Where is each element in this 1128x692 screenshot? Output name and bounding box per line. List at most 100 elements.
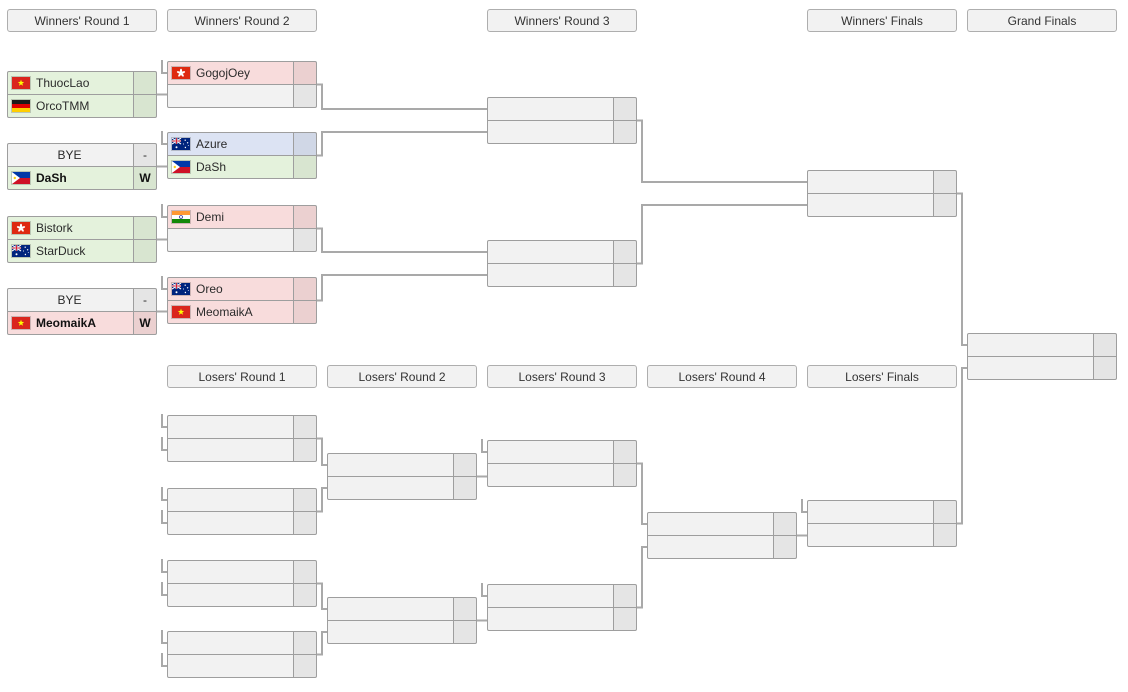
team-slot-demi[interactable]: Demi xyxy=(167,205,317,229)
flag-india-icon xyxy=(172,211,190,223)
flag-philippines-icon xyxy=(12,172,30,184)
match-losers-round1-3 xyxy=(167,560,317,607)
team-name: GogojOey xyxy=(196,66,251,80)
match-winners-round2-2: Azure DaSh xyxy=(167,132,317,179)
team-slot-bistork[interactable]: Bistork xyxy=(7,216,157,240)
score-cell xyxy=(933,194,956,216)
header-losers-round-4: Losers' Round 4 xyxy=(647,365,797,388)
team-name: OrcoTMM xyxy=(36,99,90,113)
score-cell xyxy=(613,585,636,607)
empty-slot xyxy=(487,263,637,287)
score-cell xyxy=(133,72,156,94)
team-name: ThuocLao xyxy=(36,76,90,90)
score-cell xyxy=(293,584,316,606)
team-slot-starduck[interactable]: StarDuck xyxy=(7,239,157,263)
flag-vietnam-icon xyxy=(12,77,30,89)
team-slot-thuoclao[interactable]: ThuocLao xyxy=(7,71,157,95)
match-losers-round2-1 xyxy=(327,453,477,500)
score-cell xyxy=(613,264,636,286)
match-losers-round1-1 xyxy=(167,415,317,462)
bye-slot: BYE - xyxy=(7,143,157,167)
match-winners-finals xyxy=(807,170,957,217)
empty-slot xyxy=(487,120,637,144)
score-cell xyxy=(293,301,316,323)
team-name: MeomaikA xyxy=(36,316,97,330)
empty-slot xyxy=(487,607,637,631)
team-slot-meomaika[interactable]: MeomaikA W xyxy=(7,311,157,335)
team-name: Demi xyxy=(196,210,225,224)
flag-philippines-icon xyxy=(172,161,190,173)
empty-slot xyxy=(807,170,957,194)
empty-slot xyxy=(327,453,477,477)
score-cell xyxy=(293,85,316,107)
empty-slot xyxy=(487,240,637,264)
score-cell xyxy=(773,513,796,535)
header-winners-round-3: Winners' Round 3 xyxy=(487,9,637,32)
empty-slot xyxy=(487,440,637,464)
flag-vietnam-icon xyxy=(12,317,30,329)
score-cell xyxy=(293,156,316,178)
team-name: BYE xyxy=(57,148,82,162)
empty-slot xyxy=(167,415,317,439)
team-slot-orcotmm[interactable]: OrcoTMM xyxy=(7,94,157,118)
team-slot-gogojoey[interactable]: GogojOey xyxy=(167,61,317,85)
empty-slot xyxy=(167,84,317,108)
team-slot-oreo[interactable]: Oreo xyxy=(167,277,317,301)
team-name: BYE xyxy=(57,293,82,307)
score-cell xyxy=(1093,334,1116,356)
match-winners-round2-3: Demi xyxy=(167,205,317,252)
team-name: StarDuck xyxy=(36,244,86,258)
match-losers-round4-1 xyxy=(647,512,797,559)
score-cell xyxy=(933,524,956,546)
team-name: Azure xyxy=(196,137,228,151)
score-cell xyxy=(613,121,636,143)
score-cell xyxy=(613,98,636,120)
team-slot-dash[interactable]: DaSh xyxy=(167,155,317,179)
match-winners-round1-4: BYE - MeomaikA W xyxy=(7,288,157,335)
score-cell: - xyxy=(133,144,156,166)
match-grand-finals xyxy=(967,333,1117,380)
empty-slot xyxy=(327,476,477,500)
empty-slot xyxy=(807,500,957,524)
flag-australia-icon xyxy=(172,283,190,295)
match-winners-round3-1 xyxy=(487,97,637,144)
score-cell xyxy=(1093,357,1116,379)
score-cell: - xyxy=(133,289,156,311)
flag-australia-icon xyxy=(12,245,30,257)
match-losers-round2-2 xyxy=(327,597,477,644)
score-cell xyxy=(293,229,316,251)
team-name: DaSh xyxy=(196,160,227,174)
match-losers-round1-2 xyxy=(167,488,317,535)
team-slot-azure[interactable]: Azure xyxy=(167,132,317,156)
match-winners-round1-1: ThuocLao OrcoTMM xyxy=(7,71,157,118)
flag-germany-icon xyxy=(12,100,30,112)
score-cell: W xyxy=(133,167,156,189)
score-cell xyxy=(133,95,156,117)
score-cell xyxy=(453,621,476,643)
empty-slot xyxy=(327,620,477,644)
score-cell xyxy=(613,464,636,486)
empty-slot xyxy=(967,333,1117,357)
match-losers-round1-4 xyxy=(167,631,317,678)
empty-slot xyxy=(487,584,637,608)
empty-slot xyxy=(807,523,957,547)
score-cell xyxy=(293,561,316,583)
header-losers-round-1: Losers' Round 1 xyxy=(167,365,317,388)
empty-slot xyxy=(167,228,317,252)
score-cell xyxy=(453,598,476,620)
empty-slot xyxy=(167,511,317,535)
empty-slot xyxy=(487,97,637,121)
score-cell xyxy=(453,477,476,499)
team-slot-meomaika[interactable]: MeomaikA xyxy=(167,300,317,324)
score-cell xyxy=(293,655,316,677)
match-losers-round3-2 xyxy=(487,584,637,631)
empty-slot xyxy=(167,560,317,584)
empty-slot xyxy=(487,463,637,487)
match-winners-round3-2 xyxy=(487,240,637,287)
team-slot-dash[interactable]: DaSh W xyxy=(7,166,157,190)
score-cell xyxy=(293,439,316,461)
score-cell xyxy=(293,206,316,228)
score-cell xyxy=(613,241,636,263)
score-cell xyxy=(773,536,796,558)
